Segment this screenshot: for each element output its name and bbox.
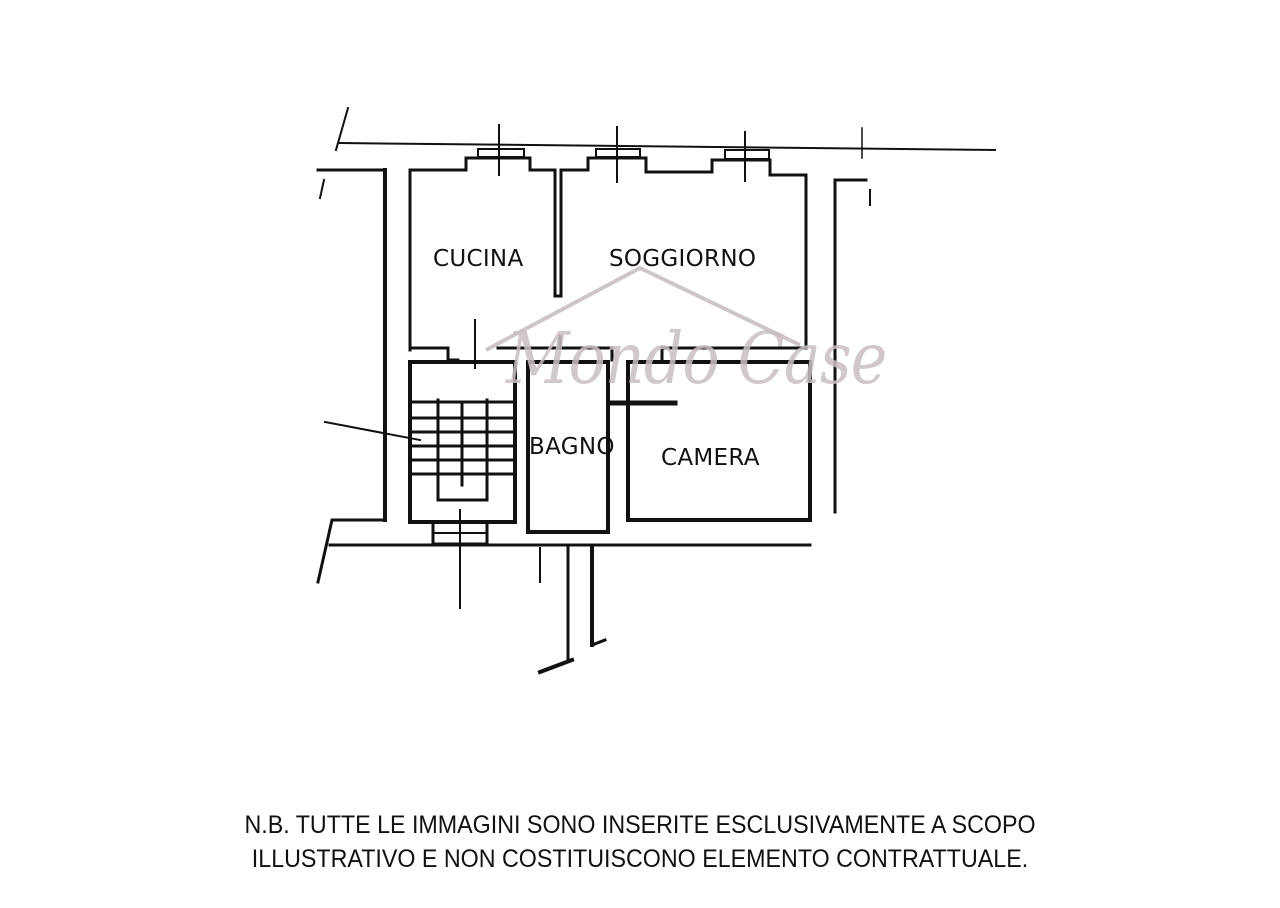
- room-label-cucina: CUCINA: [433, 246, 524, 272]
- room-label-camera: CAMERA: [661, 445, 760, 471]
- walls: [316, 106, 997, 675]
- room-label-bagno: BAGNO: [529, 434, 615, 460]
- watermark-roof-icon: [485, 265, 801, 352]
- disclaimer-line-1: N.B. TUTTE LE IMMAGINI SONO INSERITE ESC…: [244, 811, 1036, 839]
- disclaimer-note: N.B. TUTTE LE IMMAGINI SONO INSERITE ESC…: [0, 808, 1280, 876]
- room-label-soggiorno: SOGGIORNO: [609, 246, 757, 272]
- disclaimer-line-2: ILLUSTRATIVO E NON COSTITUISCONO ELEMENT…: [251, 845, 1029, 873]
